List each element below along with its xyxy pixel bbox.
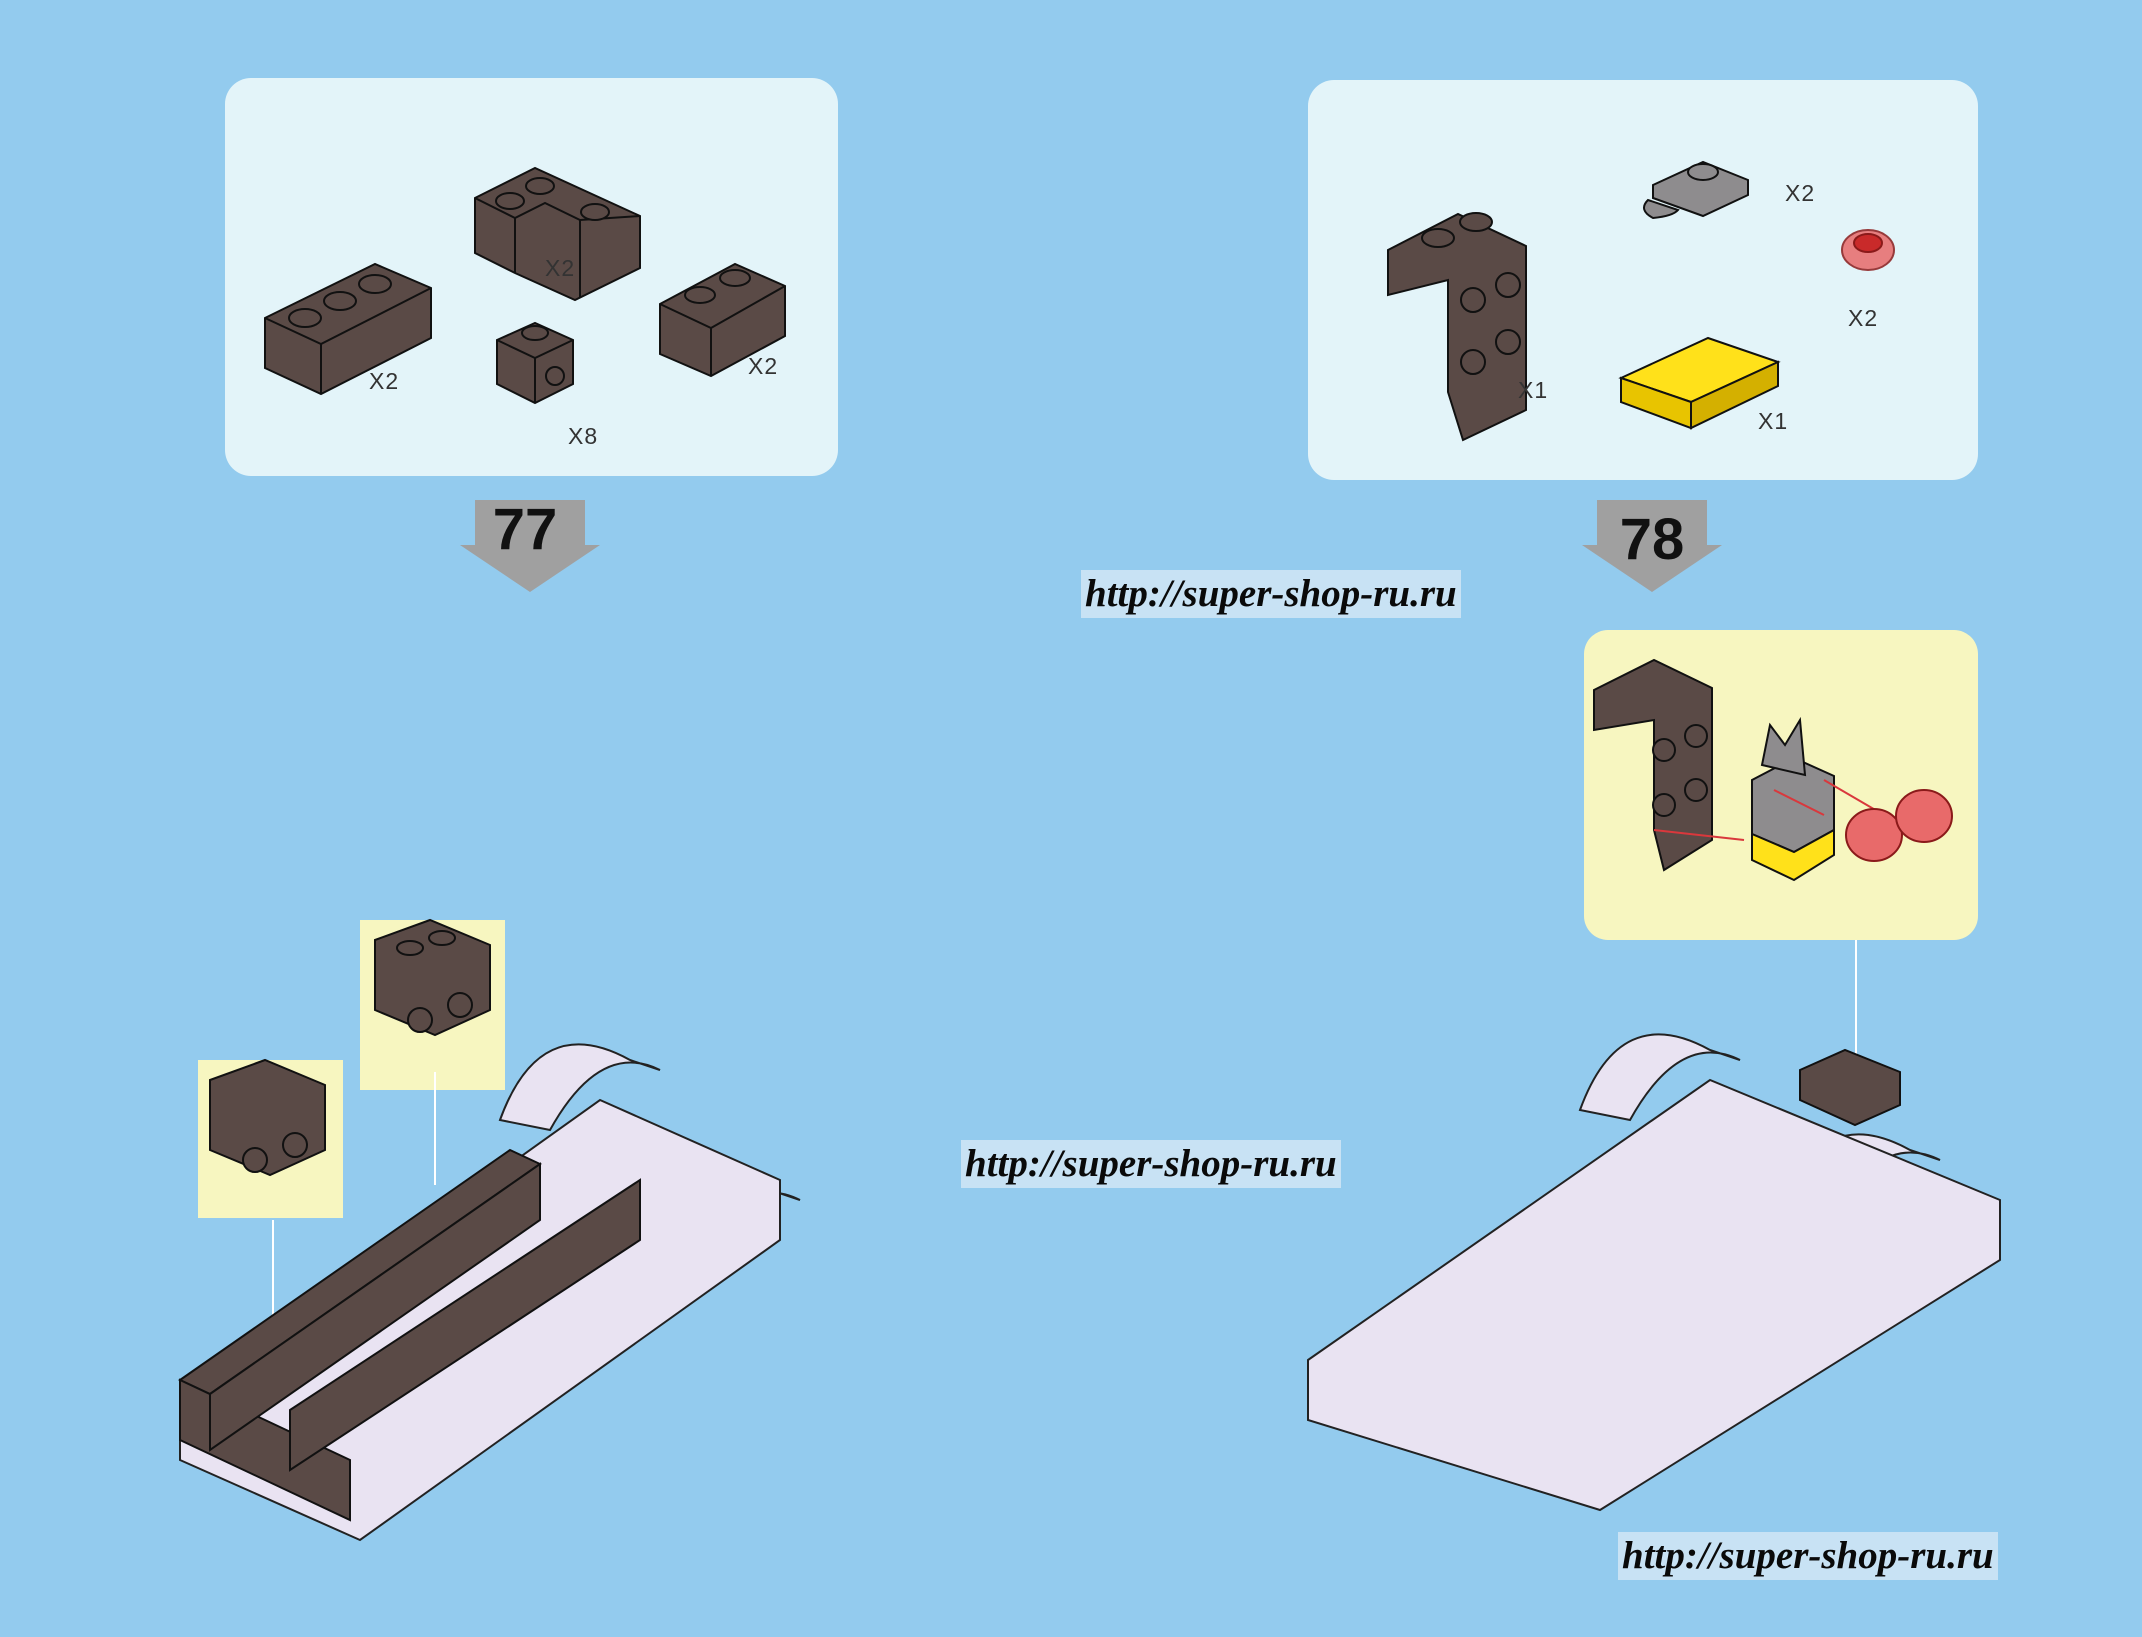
brick-corner-part (474, 166, 641, 302)
callout-step-78 (1584, 630, 1978, 940)
qty-label: X2 (1848, 305, 1879, 331)
assembly-step-77 (178, 918, 801, 1542)
round-plate-part (1841, 229, 1895, 271)
assembly-step-78 (1307, 940, 2001, 1512)
step-77-arrow (460, 500, 600, 592)
clip-plate-part (1643, 160, 1749, 220)
callout-assembly-78 (1593, 658, 1953, 882)
qty-label: X2 (369, 368, 400, 394)
bracket-part (1387, 212, 1527, 442)
brick-1x1-part (496, 321, 574, 405)
qty-label: X8 (568, 423, 599, 449)
brown-frame (178, 1148, 641, 1522)
watermark-text: http://super-shop-ru.ru (1081, 570, 1461, 618)
qty-label: X2 (748, 353, 779, 379)
chassis-body (1307, 1033, 2001, 1512)
qty-label: X2 (545, 255, 576, 281)
step-number-78: 78 (1619, 507, 1685, 572)
parts-illustration-78 (1387, 160, 1895, 442)
yellow-tile-part (1618, 336, 1781, 430)
brick-1x3-part (264, 262, 432, 396)
brick-1x2-part (659, 262, 786, 378)
watermark-text: http://super-shop-ru.ru (1618, 1532, 1998, 1580)
step-78-arrow (1582, 500, 1722, 592)
parts-illustration-77 (264, 166, 786, 405)
parts-panel-step-77: X2 X2 X8 X2 (225, 78, 838, 476)
qty-label: X2 (1785, 180, 1816, 206)
watermark-text: http://super-shop-ru.ru (961, 1140, 1341, 1188)
qty-label: X1 (1518, 377, 1549, 403)
parts-panel-step-78: X1 X2 X2 X1 (1308, 80, 1978, 480)
step-number-77: 77 (492, 497, 558, 562)
qty-label: X1 (1758, 408, 1789, 434)
mounted-bracket (1799, 1048, 1901, 1127)
callout-brick-pair (209, 918, 491, 1177)
